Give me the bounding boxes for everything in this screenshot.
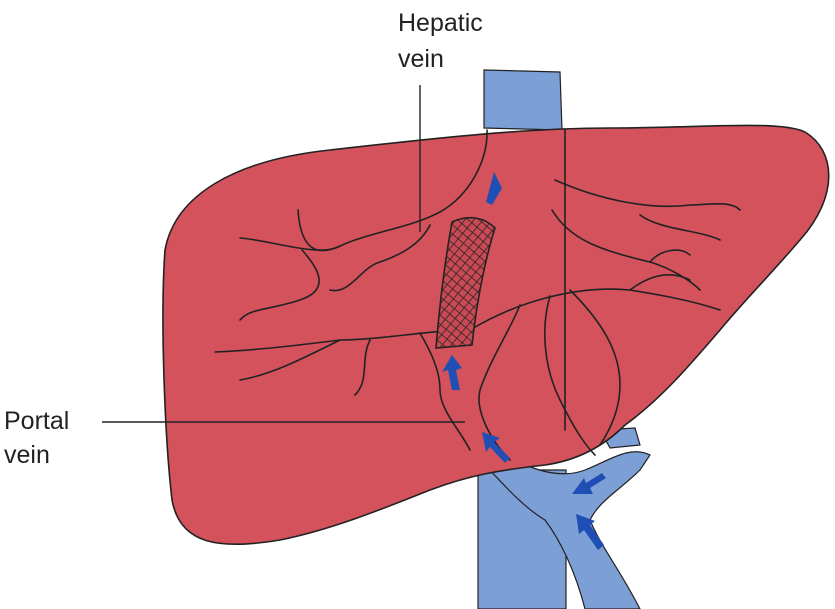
portal-vein-label-line2: vein — [4, 441, 50, 470]
hepatic-vein-label-line1: Hepatic — [398, 9, 483, 38]
hepatic-vein-label-line2: vein — [398, 45, 444, 74]
hepatic-vein-upper — [484, 70, 562, 130]
portal-vein-label-line1: Portal — [4, 407, 69, 436]
